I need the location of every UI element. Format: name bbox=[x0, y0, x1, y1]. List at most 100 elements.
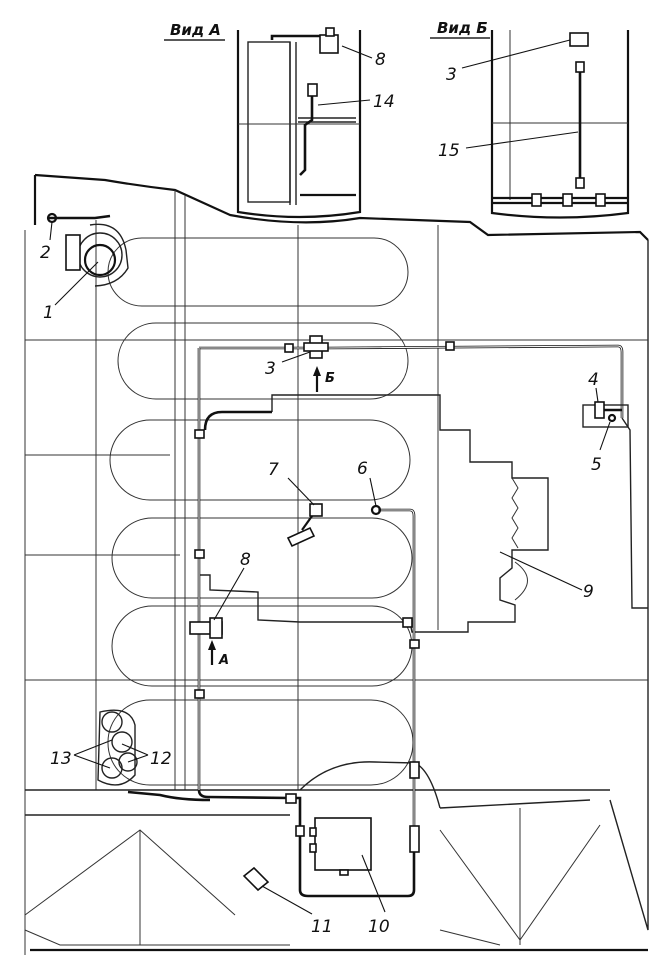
callout-5: 5 bbox=[591, 455, 602, 475]
leader-3 bbox=[281, 351, 311, 363]
pipe-coupling bbox=[194, 429, 205, 439]
leader-10 bbox=[361, 854, 386, 913]
view-marker-a: А bbox=[208, 640, 229, 668]
pipe-to-pump-1 bbox=[48, 214, 111, 220]
pedal-7-arm bbox=[301, 515, 313, 531]
view-a-pipe bbox=[270, 34, 322, 40]
leader-6 bbox=[369, 477, 377, 507]
leader-3-view-b bbox=[461, 39, 571, 69]
hose-loop bbox=[299, 761, 441, 809]
pedal-7 bbox=[286, 503, 323, 548]
track-loop bbox=[107, 699, 414, 786]
sensor-5 bbox=[607, 413, 617, 423]
leader-1 bbox=[54, 261, 99, 306]
view-b-fitting bbox=[562, 193, 573, 207]
pump-1-housing bbox=[89, 223, 129, 287]
leader-11 bbox=[261, 885, 313, 915]
fitting-14 bbox=[307, 83, 318, 97]
cylinder bbox=[118, 752, 138, 772]
hull-outline bbox=[34, 173, 649, 241]
callout-6: 6 bbox=[357, 459, 368, 479]
pump-1-core bbox=[83, 243, 117, 277]
valve-8-view-a-cap bbox=[325, 27, 335, 37]
pipe-under-unit-10 bbox=[298, 850, 416, 898]
view-b-inset: Вид Б 3 15 bbox=[430, 19, 630, 219]
pipe-coupling bbox=[295, 825, 305, 837]
pedal-7-pivot bbox=[309, 503, 323, 517]
track-loop bbox=[111, 605, 413, 687]
callout-7: 7 bbox=[268, 460, 279, 480]
pipe-coupling bbox=[409, 825, 420, 853]
track-loop bbox=[109, 419, 411, 501]
frame-line bbox=[439, 799, 591, 809]
leader-2 bbox=[49, 221, 53, 241]
pipe-from-cylinders bbox=[127, 790, 211, 802]
control-box-10-body bbox=[314, 817, 372, 871]
pipelines bbox=[48, 214, 648, 898]
view-marker-b-label: Б bbox=[325, 371, 335, 386]
callout-3: 3 bbox=[265, 359, 276, 379]
control-box-10 bbox=[309, 817, 372, 876]
pipe-to-gauge-6-inner bbox=[378, 509, 415, 830]
pedal-11 bbox=[242, 866, 270, 892]
callout-13: 13 bbox=[50, 749, 72, 769]
engine-fins bbox=[514, 561, 528, 601]
view-b-fitting bbox=[575, 61, 585, 73]
leader-8-view-a bbox=[341, 45, 373, 59]
main-pipe-top bbox=[199, 344, 624, 418]
callout-12: 12 bbox=[150, 749, 172, 769]
pipe-coupling bbox=[285, 793, 297, 804]
valve-3 bbox=[303, 335, 329, 359]
leader-9 bbox=[499, 551, 583, 591]
main-pipe-top-inner bbox=[199, 345, 623, 418]
pump-1 bbox=[65, 223, 129, 287]
pipe-coupling bbox=[402, 617, 413, 628]
leader-4 bbox=[595, 387, 599, 403]
view-b-fitting bbox=[595, 193, 606, 207]
pipe-to-unit-10 bbox=[197, 789, 302, 890]
leader-14 bbox=[317, 99, 371, 106]
track-loop bbox=[117, 322, 409, 400]
components bbox=[46, 212, 629, 892]
mount-plate-4 bbox=[582, 404, 629, 428]
pipe-right bbox=[621, 417, 648, 609]
leader-13 bbox=[73, 754, 111, 769]
branch-pipe bbox=[203, 410, 272, 431]
valve-4 bbox=[594, 401, 605, 419]
callout-3-view-b: 3 bbox=[446, 65, 457, 85]
distributor-8-head bbox=[209, 617, 223, 639]
hull-structure bbox=[24, 173, 649, 955]
engine-9 bbox=[200, 394, 549, 633]
track-loop bbox=[111, 517, 413, 599]
callout-8: 8 bbox=[240, 550, 251, 570]
callout-4: 4 bbox=[588, 370, 599, 390]
leader-13 bbox=[73, 739, 113, 756]
cylinder bbox=[101, 711, 123, 733]
view-b-title: Вид Б bbox=[437, 19, 488, 37]
track-loop bbox=[107, 237, 409, 307]
callout-9: 9 bbox=[583, 582, 594, 602]
callout-2: 2 bbox=[40, 243, 51, 263]
pedal-7-plate bbox=[286, 526, 316, 548]
pipe-coupling bbox=[409, 639, 420, 649]
leader-7 bbox=[287, 477, 315, 506]
callout-15: 15 bbox=[438, 141, 460, 161]
callout-10: 10 bbox=[368, 917, 390, 937]
leader-12 bbox=[121, 743, 149, 756]
pipe-coupling bbox=[409, 761, 420, 779]
pipe-coupling bbox=[284, 343, 294, 353]
view-marker-b: Б bbox=[313, 366, 335, 392]
pipe-coupling bbox=[194, 549, 205, 559]
view-b-fitting bbox=[575, 177, 585, 189]
callout-14: 14 bbox=[373, 92, 395, 112]
cylinder-housing bbox=[97, 709, 136, 786]
hull-outline bbox=[609, 240, 649, 931]
leader-15 bbox=[465, 131, 579, 149]
callout-1: 1 bbox=[43, 303, 54, 323]
view-b-fitting bbox=[531, 193, 542, 207]
valve-3-collar bbox=[303, 342, 329, 352]
valve-3-view-b bbox=[569, 32, 589, 47]
hull-bottom-line bbox=[24, 929, 290, 946]
pipe-coupling bbox=[194, 689, 205, 699]
